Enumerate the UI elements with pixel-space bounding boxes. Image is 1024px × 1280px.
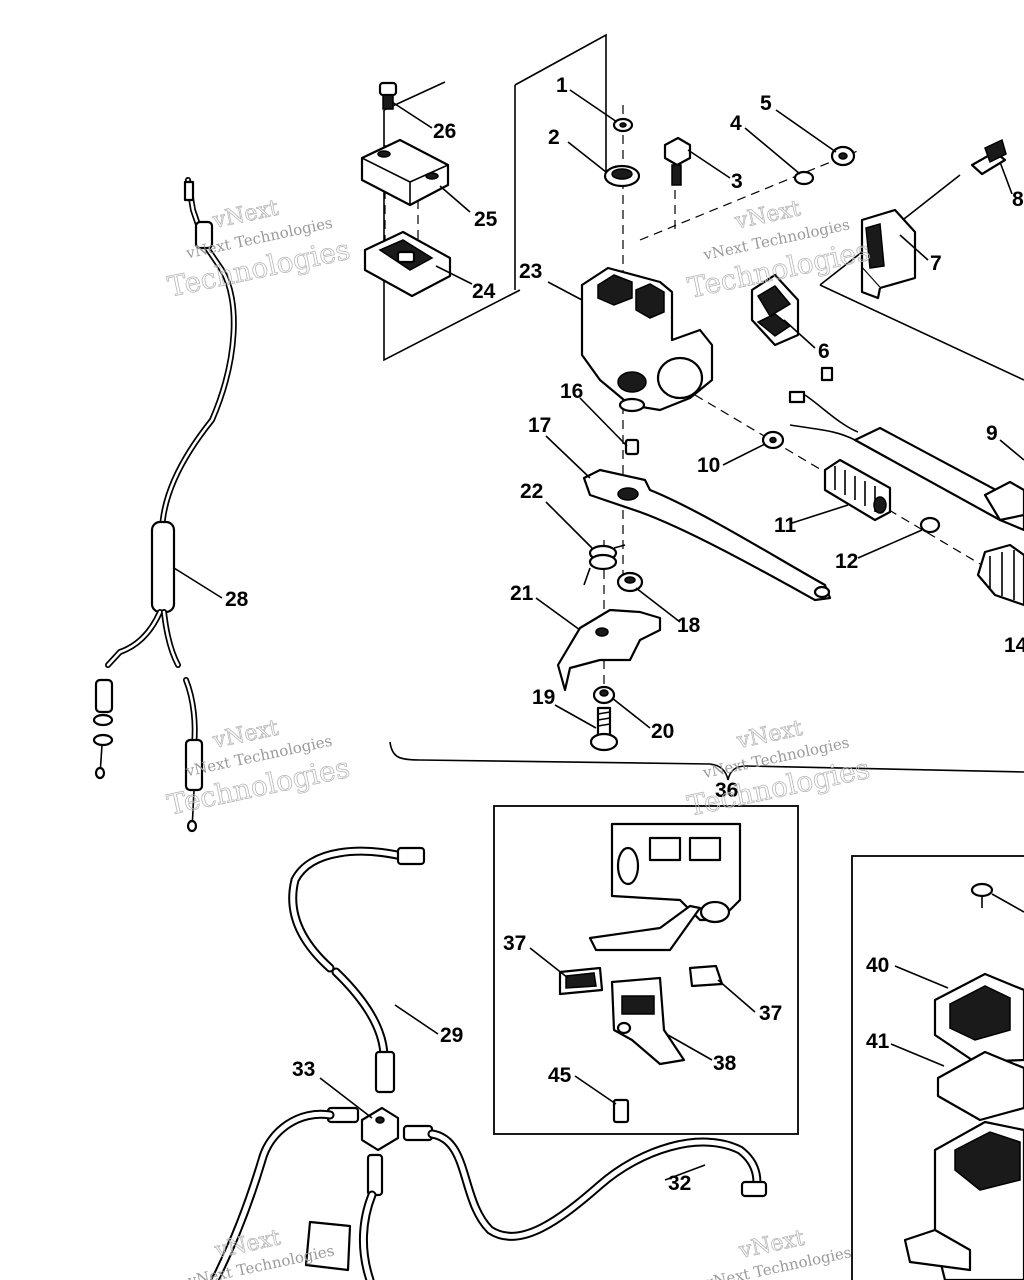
clamp-6	[750, 273, 800, 347]
callout-5: 5	[760, 92, 772, 115]
washer-12	[919, 516, 941, 534]
banjo-bolt-3	[663, 136, 692, 186]
callout-45: 45	[548, 1064, 572, 1087]
washer-4	[793, 170, 815, 186]
switch-9	[788, 366, 1024, 532]
callout-17: 17	[528, 414, 551, 437]
callout-3: 3	[731, 170, 743, 193]
brake-hose-29	[288, 846, 426, 1094]
reservoir-cap-25	[360, 138, 450, 207]
callout-36: 36	[715, 779, 738, 802]
callout-26: 26	[433, 120, 456, 143]
callout-37a: 37	[503, 932, 526, 955]
callout-20: 20	[651, 720, 674, 743]
diaphragm-24	[363, 230, 452, 298]
callout-6: 6	[818, 340, 830, 363]
callout-10: 10	[697, 454, 720, 477]
callout-1: 1	[556, 74, 568, 97]
callout-40: 40	[866, 954, 889, 977]
callout-22: 22	[520, 480, 543, 503]
spring-14	[976, 543, 1024, 607]
nut-20	[592, 685, 616, 705]
callout-11: 11	[774, 514, 797, 537]
callout-33: 33	[292, 1058, 315, 1081]
callout-7: 7	[930, 252, 942, 275]
callout-8: 8	[1012, 188, 1024, 211]
callout-19: 19	[532, 686, 555, 709]
cable-28	[92, 177, 237, 833]
callout-38: 38	[713, 1052, 737, 1075]
brake-hose-left	[210, 1109, 377, 1280]
nut-5	[830, 145, 856, 167]
lever-17	[582, 468, 832, 602]
washer-1	[612, 117, 634, 133]
brake-hose-32	[427, 1129, 768, 1241]
callout-labels: 1 2 3 4 5 6 7 8 9 10 11 12 14 16 17 18 1…	[225, 74, 1024, 1195]
nut-18	[616, 571, 644, 593]
leader-lines	[173, 89, 1024, 1181]
callout-32: 32	[668, 1172, 691, 1195]
screw-8	[970, 138, 1007, 176]
bracket-36	[389, 741, 1024, 781]
callout-41: 41	[866, 1030, 890, 1053]
junction-block-33	[326, 1106, 434, 1197]
callout-28: 28	[225, 588, 249, 611]
callout-2: 2	[548, 126, 560, 149]
washer-10	[761, 430, 785, 450]
cam-21	[556, 608, 662, 692]
callout-23: 23	[519, 260, 542, 283]
callout-37b: 37	[759, 1002, 782, 1025]
callout-29: 29	[440, 1024, 463, 1047]
callout-12: 12	[835, 550, 858, 573]
callout-14: 14	[1004, 634, 1024, 657]
callout-24: 24	[472, 280, 496, 303]
watermark-mid-right: vNext vNext Technologies Technologies	[684, 715, 873, 823]
watermark-top-right: vNext vNext Technologies Technologies	[684, 196, 873, 305]
master-cylinder-body-23	[580, 266, 714, 413]
callout-4: 4	[730, 112, 742, 135]
spring-11	[823, 458, 892, 522]
inset-box-reservoir	[851, 855, 1024, 1280]
bracket-7	[860, 208, 917, 300]
callout-25: 25	[474, 208, 498, 231]
watermark-top-left: vNext vNext Technologies Technologies	[164, 195, 353, 304]
callout-18: 18	[677, 614, 701, 637]
spring-22	[583, 544, 626, 586]
callout-21: 21	[510, 582, 534, 605]
cap-screw-26	[378, 81, 398, 110]
bushing-16	[624, 438, 640, 456]
watermark-bottom-right: vNext vNext Technologies	[703, 1225, 853, 1280]
boot-2	[603, 164, 641, 188]
bolt-19	[589, 706, 619, 752]
callout-16: 16	[560, 380, 583, 403]
watermark-mid-left: vNext vNext Technologies Technologies	[164, 715, 353, 822]
inset-box-switch	[493, 805, 799, 1135]
callout-9: 9	[986, 422, 998, 445]
